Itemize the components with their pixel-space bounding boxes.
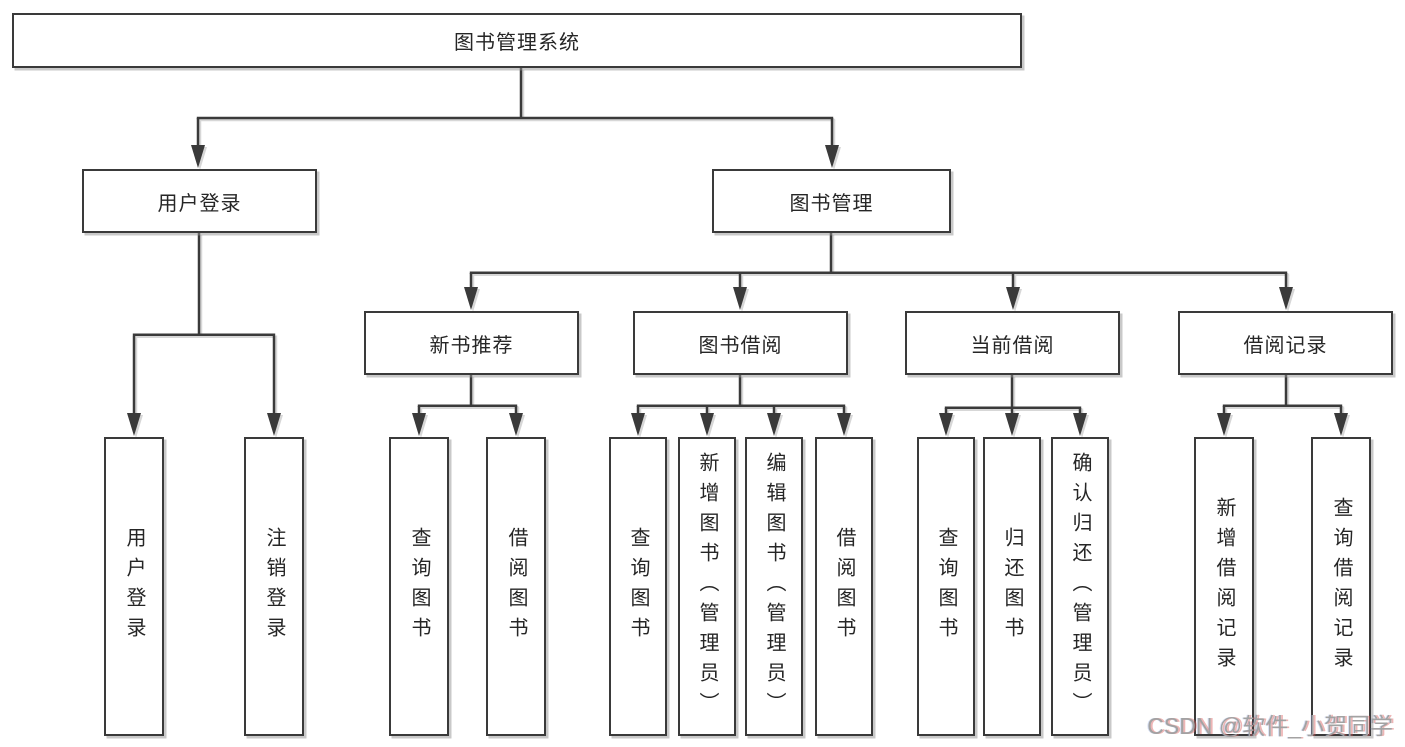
leaf-query-books-current: 查询图书: [917, 437, 975, 736]
leaf-borrow-books: 借阅图书: [815, 437, 873, 736]
leaf-query-books-current-label: 查询图书: [935, 526, 957, 647]
leaf-query-borrow-record-label: 查询借阅记录: [1330, 496, 1352, 677]
leaf-add-borrow-record: 新增借阅记录: [1194, 437, 1254, 736]
leaf-query-books-borrowing: 查询图书: [609, 437, 667, 736]
node-root-label: 图书管理系统: [454, 32, 580, 54]
leaf-add-borrow-record-label: 新增借阅记录: [1213, 496, 1235, 677]
leaf-query-books-borrowing-label: 查询图书: [627, 526, 649, 647]
leaf-add-book-admin-label: 新增图书（管理员）: [696, 451, 718, 722]
leaf-return-books: 归还图书: [983, 437, 1041, 736]
node-current-borrowing: 当前借阅: [905, 311, 1120, 375]
leaf-confirm-return-admin: 确认归还（管理员）: [1051, 437, 1109, 736]
leaf-user-login: 用户登录: [104, 437, 164, 736]
node-book-management: 图书管理: [712, 169, 951, 233]
node-current-borrowing-label: 当前借阅: [970, 334, 1055, 357]
leaf-add-book-admin: 新增图书（管理员）: [678, 437, 736, 736]
node-new-book-recommend: 新书推荐: [364, 311, 579, 375]
leaf-logout: 注销登录: [244, 437, 304, 736]
leaf-borrow-books-recommend: 借阅图书: [486, 437, 546, 736]
leaf-edit-book-admin: 编辑图书（管理员）: [745, 437, 803, 736]
leaf-edit-book-admin-label: 编辑图书（管理员）: [763, 451, 785, 722]
leaf-query-books-recommend: 查询图书: [389, 437, 449, 736]
leaf-query-books-recommend-label: 查询图书: [408, 526, 430, 647]
arrowheads: [127, 145, 1348, 436]
leaf-borrow-books-recommend-label: 借阅图书: [505, 526, 527, 647]
node-borrow-records: 借阅记录: [1178, 311, 1393, 375]
node-book-borrowing: 图书借阅: [633, 311, 848, 375]
node-user-login: 用户登录: [82, 169, 317, 233]
node-user-login-label: 用户登录: [157, 192, 242, 215]
leaf-query-borrow-record: 查询借阅记录: [1311, 437, 1371, 736]
leaf-user-login-label: 用户登录: [123, 526, 145, 647]
leaf-confirm-return-admin-label: 确认归还（管理员）: [1069, 451, 1091, 722]
node-borrow-records-label: 借阅记录: [1243, 334, 1328, 357]
node-new-book-recommend-label: 新书推荐: [429, 334, 514, 357]
node-root-system: 图书管理系统: [12, 13, 1022, 68]
leaf-borrow-books-label: 借阅图书: [833, 526, 855, 647]
node-book-borrowing-label: 图书借阅: [698, 334, 783, 357]
node-book-management-label: 图书管理: [789, 192, 874, 215]
leaf-return-books-label: 归还图书: [1001, 526, 1023, 647]
leaf-logout-label: 注销登录: [263, 526, 285, 647]
csdn-watermark: CSDN @软件_小贺同学: [1147, 713, 1393, 739]
